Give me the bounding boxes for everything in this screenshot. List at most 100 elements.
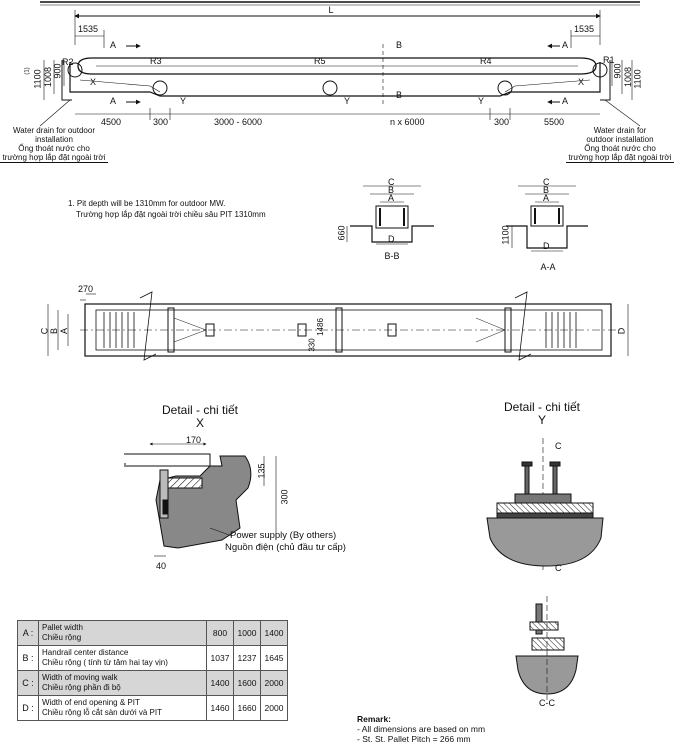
plan-dim-1486: 1486 bbox=[315, 318, 325, 336]
drain-left-line-1: Water drain for outdoor bbox=[13, 126, 95, 135]
section-mark-a-1: A bbox=[110, 40, 117, 50]
value-1645: 1645 bbox=[260, 645, 288, 671]
bb-letter-c: C bbox=[388, 177, 395, 187]
detail-y-mark: Y bbox=[537, 413, 546, 427]
height-right-900: 900 bbox=[612, 63, 623, 79]
pit-depth-note: 1. Pit depth will be 1310mm for outdoor … bbox=[68, 198, 266, 220]
section-mark-a-3: A bbox=[110, 96, 117, 106]
row-desc-en: Width of end opening & PIT bbox=[42, 698, 140, 707]
detail-mark-x-right: X bbox=[578, 77, 585, 87]
footnote-mark: (1) bbox=[24, 67, 31, 75]
height-right-1008: 1008 bbox=[623, 66, 634, 88]
value-1600: 1600 bbox=[233, 670, 261, 696]
drain-left-line-3: Ống thoát nước cho bbox=[18, 144, 90, 153]
plan-letter-c: C bbox=[39, 327, 50, 335]
aa-title: A-A bbox=[540, 262, 556, 272]
drain-right-line-1: Water drain for bbox=[593, 126, 647, 135]
detail-y-drawing bbox=[486, 438, 604, 700]
plan-dim-330: 330 bbox=[307, 338, 317, 352]
aa-letter-c: C bbox=[543, 177, 550, 187]
detail-y-section-title: C-C bbox=[539, 698, 555, 708]
support-r4: R4 bbox=[480, 56, 492, 66]
detail-x-power-en: Power supply (By others) bbox=[230, 530, 337, 541]
detail-x-dim-135: 135 bbox=[256, 463, 267, 479]
pit-note-line-1: 1. Pit depth will be 1310mm for outdoor … bbox=[68, 199, 226, 208]
detail-x-drawing bbox=[124, 442, 277, 557]
bottom-dim-n-6000: n x 6000 bbox=[390, 117, 425, 127]
row-key: C : bbox=[17, 670, 39, 696]
detail-y-cut-top: C bbox=[555, 441, 562, 451]
dim-right-1535: 1535 bbox=[574, 24, 595, 34]
bottom-dim-4500: 4500 bbox=[101, 117, 122, 127]
drain-left-line-2: installation bbox=[35, 135, 73, 144]
aa-letter-b: B bbox=[543, 185, 550, 195]
plan-dim-270: 270 bbox=[78, 284, 94, 294]
detail-mark-x-left: X bbox=[90, 77, 97, 87]
detail-x-dim-170: 170 bbox=[186, 435, 202, 445]
drain-left-line-4: trường hợp lắp đặt ngoài trời bbox=[0, 153, 108, 163]
row-key: B : bbox=[17, 645, 39, 671]
remark-line-1: - All dimensions are based on mm bbox=[357, 724, 486, 734]
section-bb-drawing bbox=[346, 185, 434, 245]
section-aa-drawing bbox=[506, 185, 588, 252]
remark-line-2: - St. St. Pallet Pitch = 266 mm bbox=[357, 734, 471, 744]
bottom-dim-5500: 5500 bbox=[544, 117, 565, 127]
plan-letter-a: A bbox=[59, 327, 70, 335]
height-left-1008: 1008 bbox=[43, 66, 54, 88]
row-key: D : bbox=[17, 695, 39, 721]
height-right-1100: 1100 bbox=[632, 69, 643, 89]
remark-block: Remark: - All dimensions are based on mm… bbox=[357, 714, 485, 744]
section-mark-a-4: A bbox=[562, 96, 569, 106]
dim-overall-length: L bbox=[328, 5, 334, 15]
aa-height: 1100 bbox=[500, 225, 511, 245]
bb-title: B-B bbox=[384, 251, 400, 261]
value-1000: 1000 bbox=[233, 620, 261, 646]
bb-height: 660 bbox=[336, 225, 347, 241]
drain-note-right: Water drain for outdoor installation Ống… bbox=[566, 126, 674, 163]
bb-letter-b: B bbox=[388, 185, 395, 195]
drain-right-line-2: outdoor installation bbox=[586, 135, 654, 144]
value-1037: 1037 bbox=[206, 645, 234, 671]
detail-mark-y-2: Y bbox=[344, 96, 351, 106]
drain-right-line-3: Ống thoát nước cho bbox=[584, 144, 656, 153]
aa-letter-a: A bbox=[543, 193, 550, 203]
support-r2: R2 bbox=[62, 57, 74, 67]
height-left-1100: 1100 bbox=[32, 69, 43, 89]
value-1400: 1400 bbox=[206, 670, 234, 696]
section-mark-a-2: A bbox=[562, 40, 569, 50]
detail-mark-y-1: Y bbox=[180, 96, 187, 106]
support-r5: R5 bbox=[314, 56, 326, 66]
row-desc-vi: Chiều rộng phần đi bộ bbox=[42, 683, 121, 692]
value-1660: 1660 bbox=[233, 695, 261, 721]
plan-letter-b: B bbox=[49, 327, 60, 335]
detail-x-dim-40: 40 bbox=[156, 561, 167, 571]
row-desc-vi: Chiều rộng lỗ cắt sàn dưới và PIT bbox=[42, 708, 162, 717]
value-1460: 1460 bbox=[206, 695, 234, 721]
plan-letter-d: D bbox=[616, 327, 627, 335]
detail-x-title: Detail - chi tiết bbox=[161, 403, 239, 417]
detail-x-mark: X bbox=[195, 416, 204, 430]
detail-x-power-vi: Nguồn điện (chủ đầu tư cấp) bbox=[225, 542, 346, 553]
bottom-dim-300-right: 300 bbox=[494, 117, 510, 127]
value-800: 800 bbox=[206, 620, 234, 646]
support-r3: R3 bbox=[150, 56, 162, 66]
drain-note-left: Water drain for outdoor installation Ống… bbox=[0, 126, 108, 163]
row-desc-en: Width of moving walk bbox=[42, 673, 118, 682]
pit-note-line-2: Trường hợp lắp đặt ngoài trời chiều sâu … bbox=[76, 210, 266, 219]
detail-x-dim-300: 300 bbox=[279, 489, 290, 505]
height-left-900: 900 bbox=[52, 63, 63, 79]
plan-view bbox=[47, 291, 629, 361]
value-2000: 2000 bbox=[260, 670, 288, 696]
bb-letter-d: D bbox=[388, 234, 395, 244]
value-1237: 1237 bbox=[233, 645, 261, 671]
elevation-view bbox=[39, 1, 641, 127]
row-desc-vi: Chiều rộng bbox=[42, 633, 82, 642]
